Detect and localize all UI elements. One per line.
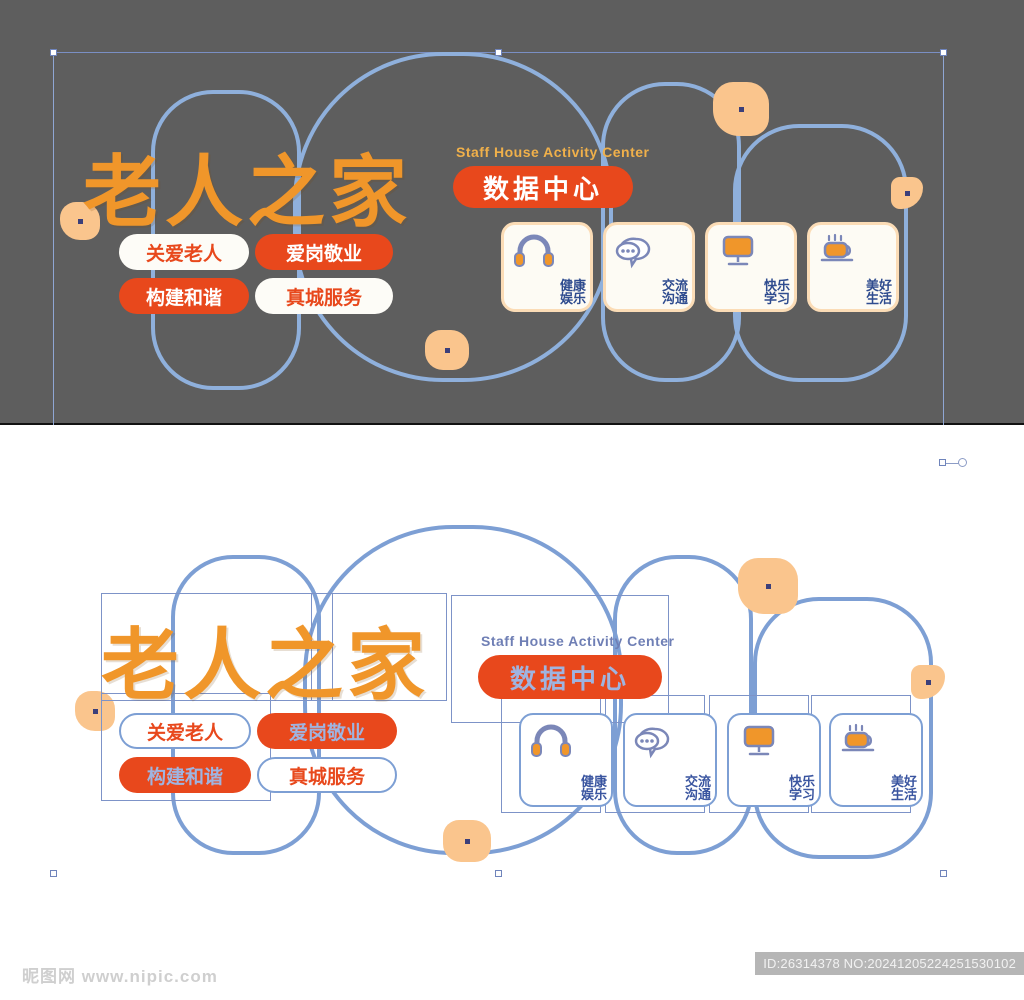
anchor-point (445, 348, 450, 353)
deco-blob-center (425, 330, 469, 370)
anchor-point (78, 219, 83, 224)
icon-card-3[interactable]: 快乐学习 (705, 222, 797, 312)
chat-bubbles-icon (633, 721, 677, 761)
icon-card-caption: 交流沟通 (684, 773, 711, 803)
anchor-point (465, 839, 470, 844)
english-subtitle: Staff House Activity Center (456, 144, 650, 160)
headphones-icon (512, 231, 556, 271)
data-center-label: 数据中心 (482, 173, 603, 204)
selection-handle-bottom-right[interactable] (940, 870, 947, 877)
path-bounds-title (101, 593, 333, 701)
coffee-cup-icon (839, 721, 883, 761)
deco-blob-right (911, 665, 945, 699)
icon-card-caption: 健康娱乐 (580, 773, 607, 803)
anchor-point (93, 709, 98, 714)
data-center-label: 数据中心 (509, 663, 630, 694)
deco-blob-left (75, 691, 115, 731)
slogan-pill-4[interactable]: 真城服务 (255, 278, 393, 314)
main-title: 老人之家 (101, 621, 430, 711)
slogan-pill-1[interactable]: 关爱老人 (119, 234, 249, 270)
icon-card-caption: 美好生活 (890, 773, 917, 803)
icon-card-4[interactable]: 美好生活 (807, 222, 899, 312)
slogan-pill-3[interactable]: 构建和谐 (119, 278, 249, 314)
icon-card-3[interactable]: 快乐学习 (727, 713, 821, 807)
icon-card-caption: 快乐学习 (788, 773, 815, 803)
icon-card-1[interactable]: 健康娱乐 (519, 713, 613, 807)
slogan-pill-2[interactable]: 爱岗敬业 (255, 234, 393, 270)
slogan-label: 构建和谐 (146, 766, 223, 788)
data-center-pill[interactable]: 数据中心 (478, 655, 662, 699)
monitor-icon (737, 721, 781, 761)
selection-handle-middle-right[interactable] (939, 459, 946, 466)
anchor-point (766, 584, 771, 589)
artwork-outline-view: 老人之家 关爱老人 爱岗敬业 构建和谐 真城服务 Staff House Act… (53, 525, 945, 875)
slogan-pill-2[interactable]: 爱岗敬业 (257, 713, 397, 749)
english-subtitle: Staff House Activity Center (481, 633, 675, 649)
selection-handle-top-right[interactable] (940, 49, 947, 56)
site-watermark: 昵图网 www.nipic.com (22, 967, 218, 986)
selection-handle-bottom-center[interactable] (495, 870, 502, 877)
icon-card-caption: 交流沟通 (661, 277, 688, 307)
data-center-pill[interactable]: 数据中心 (453, 166, 633, 208)
deco-rounded-shape-2 (293, 52, 613, 382)
main-title: 老人之家 (83, 148, 412, 238)
slogan-pill-1[interactable]: 关爱老人 (119, 713, 251, 749)
icon-card-caption: 快乐学习 (763, 277, 790, 307)
rotation-connector (946, 463, 959, 464)
icon-card-4[interactable]: 美好生活 (829, 713, 923, 807)
deco-blob-left (60, 202, 100, 240)
anchor-point (926, 680, 931, 685)
deco-blob-top-right (713, 82, 769, 136)
image-id-badge: ID:26314378 NO:20241205224251530102 (755, 952, 1024, 975)
slogan-label: 爱岗敬业 (288, 722, 365, 744)
selection-handle-top-left[interactable] (50, 49, 57, 56)
deco-blob-right (891, 177, 923, 209)
slogan-label: 真城服务 (285, 287, 362, 309)
icon-card-2[interactable]: 交流沟通 (623, 713, 717, 807)
path-bounds-title-2 (311, 593, 447, 701)
icon-card-caption: 健康娱乐 (559, 277, 586, 307)
deco-blob-center (443, 820, 491, 862)
slogan-pill-4[interactable]: 真城服务 (257, 757, 397, 793)
chat-bubbles-icon (614, 231, 658, 271)
headphones-icon (529, 721, 573, 761)
rotation-handle[interactable] (958, 458, 967, 467)
monitor-icon (716, 231, 760, 271)
slogan-label: 真城服务 (288, 766, 365, 788)
icon-card-caption: 美好生活 (865, 277, 892, 307)
deco-blob-top-right (738, 558, 798, 614)
icon-card-1[interactable]: 健康娱乐 (501, 222, 593, 312)
selection-handle-bottom-left[interactable] (50, 870, 57, 877)
artwork-preview: 老人之家 关爱老人 爱岗敬业 构建和谐 真城服务 Staff House Act… (53, 52, 944, 402)
anchor-point (905, 191, 910, 196)
deco-rounded-shape-3 (613, 555, 753, 855)
selection-handle-top-center[interactable] (495, 49, 502, 56)
coffee-cup-icon (818, 231, 862, 271)
slogan-pill-3[interactable]: 构建和谐 (119, 757, 251, 793)
slogan-label: 爱岗敬业 (285, 243, 362, 265)
slogan-label: 构建和谐 (145, 287, 222, 309)
anchor-point (739, 107, 744, 112)
icon-card-2[interactable]: 交流沟通 (603, 222, 695, 312)
slogan-label: 关爱老人 (146, 722, 223, 744)
slogan-label: 关爱老人 (145, 243, 222, 265)
